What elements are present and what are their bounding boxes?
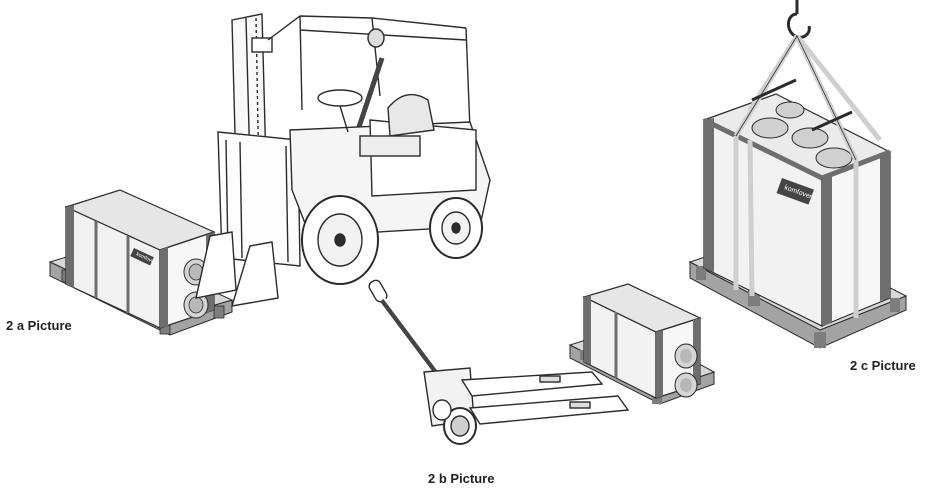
pallet-jack-icon bbox=[368, 279, 630, 445]
crane-hook-icon bbox=[787, 0, 811, 39]
forklift-icon bbox=[195, 13, 491, 307]
caption-2b: 2 b Picture bbox=[428, 471, 495, 486]
unit-2a: komfovent bbox=[48, 189, 234, 336]
caption-2a: 2 a Picture bbox=[6, 318, 72, 333]
caption-2c: 2 c Picture bbox=[850, 358, 916, 373]
unit-2c: komfovent bbox=[688, 0, 908, 349]
unit-2b bbox=[568, 283, 716, 405]
